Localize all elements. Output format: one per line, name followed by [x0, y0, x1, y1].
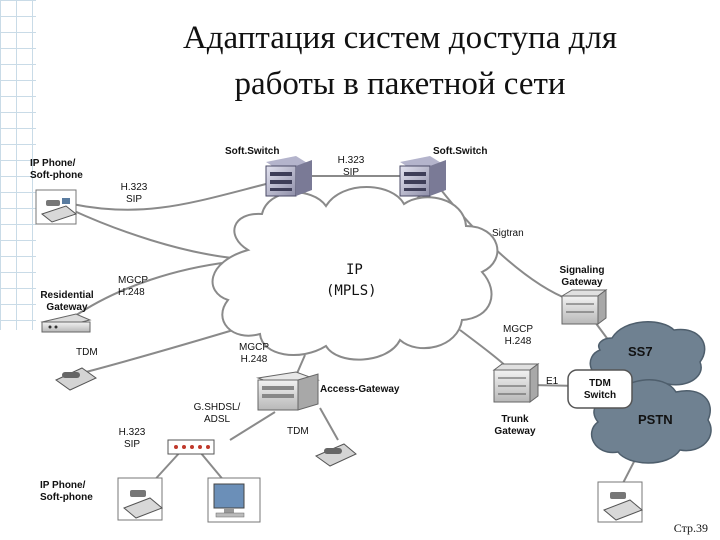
ip-phone-icon: [597, 481, 643, 523]
ip-phone-icon: [117, 477, 163, 521]
trunk-gateway-icon: [492, 363, 540, 403]
pc-monitor-icon: [207, 477, 261, 523]
link-phone-top-cloud: [71, 209, 233, 259]
gshdsl-adsl-label: G.SHDSL/ADSL: [193, 402, 241, 425]
dsl-modem-icon: [167, 439, 215, 455]
sigtran-label: Sigtran: [492, 228, 524, 239]
ip-cloud: [211, 186, 499, 361]
ip-phone-bottom-label: IP Phone/Soft-phone: [40, 480, 93, 503]
ss7-label: SS7: [628, 344, 653, 359]
ip-phone-icon: [35, 189, 78, 225]
page-title-line1: Адаптация систем доступа для: [182, 20, 618, 56]
signaling-gateway-icon: [560, 289, 608, 325]
link-tdm-phone-cloud: [85, 324, 251, 373]
link-residential-cloud: [71, 261, 231, 319]
telephone-icon: [55, 367, 97, 391]
mpls-label: (MPLS): [326, 283, 377, 299]
page-title-line2: работы в пакетной сети: [234, 66, 566, 102]
pstn-label: PSTN: [638, 412, 673, 427]
tdm-switch-box: [567, 369, 633, 409]
softswitch-icon: [265, 156, 312, 197]
access-gateway-label: Access-Gateway: [320, 384, 400, 395]
link-modem-pc: [199, 451, 226, 483]
ip-phone-top-label: IP Phone/Soft-phone: [30, 158, 83, 181]
link-phone-softswitch: [71, 179, 283, 211]
tdm-left-label: TDM: [76, 347, 98, 358]
softswitch-left-label: Soft.Switch: [225, 146, 280, 157]
access-gateway-icon: [256, 371, 320, 411]
e1-label: E1: [546, 376, 559, 387]
residential-gateway-icon: [40, 313, 92, 333]
link-accessgw-tdmphone: [319, 407, 339, 441]
background-grid: [0, 0, 36, 330]
link-accessgw-modem: [229, 411, 276, 441]
softswitch-icon: [399, 156, 446, 197]
softswitch-right-label: Soft.Switch: [433, 146, 488, 157]
telephone-icon: [314, 443, 357, 467]
ip-label: IP: [346, 262, 363, 278]
page-number: Стр.39: [673, 521, 708, 535]
tdm-bottom-label: TDM: [287, 426, 309, 437]
